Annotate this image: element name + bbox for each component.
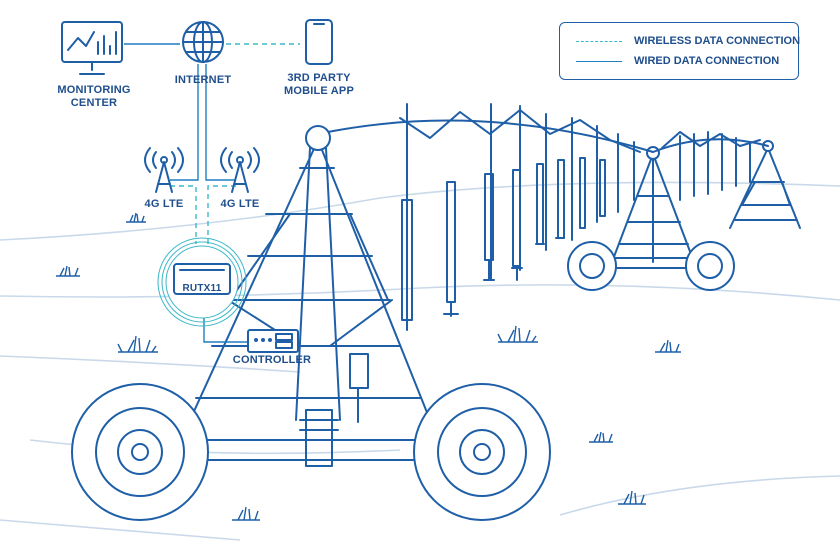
- monitoring-center-label: MONITORING CENTER: [57, 84, 131, 109]
- lte-left-label: 4G LTE: [144, 198, 184, 210]
- cell-tower-icon: [144, 147, 184, 193]
- router-icon: [157, 237, 247, 327]
- lte-right-label: 4G LTE: [220, 198, 260, 210]
- tractor-wheel-icon: [413, 383, 551, 521]
- wireless-line-swatch: [576, 40, 622, 42]
- cell-tower-icon: [220, 147, 260, 193]
- tractor-wheel-icon: [567, 241, 617, 291]
- legend-wired-label: WIRED DATA CONNECTION: [634, 55, 780, 67]
- controller-icon: [247, 329, 299, 353]
- legend: WIRELESS DATA CONNECTION WIRED DATA CONN…: [559, 22, 800, 80]
- tractor-wheel-icon: [71, 383, 209, 521]
- globe-icon: [182, 21, 224, 63]
- wireless-connections: [170, 43, 300, 244]
- wired-line-swatch: [576, 60, 622, 62]
- legend-wireless: WIRELESS DATA CONNECTION: [576, 34, 800, 48]
- router-label: RUTX11: [182, 283, 222, 294]
- smartphone-icon: [305, 19, 333, 65]
- irrigation-boom: [317, 103, 769, 331]
- internet-label: INTERNET: [174, 74, 232, 86]
- controller-label: CONTROLLER: [232, 354, 312, 366]
- grass-tuft-icon: [56, 212, 681, 521]
- tractor-wheel-icon: [685, 241, 735, 291]
- legend-wireless-label: WIRELESS DATA CONNECTION: [634, 35, 801, 47]
- mobile-app-label: 3RD PARTY MOBILE APP: [283, 72, 355, 97]
- irrigation-pivot-middle: [567, 146, 735, 291]
- legend-wired: WIRED DATA CONNECTION: [576, 54, 779, 68]
- monitor-chart-icon: [61, 21, 123, 75]
